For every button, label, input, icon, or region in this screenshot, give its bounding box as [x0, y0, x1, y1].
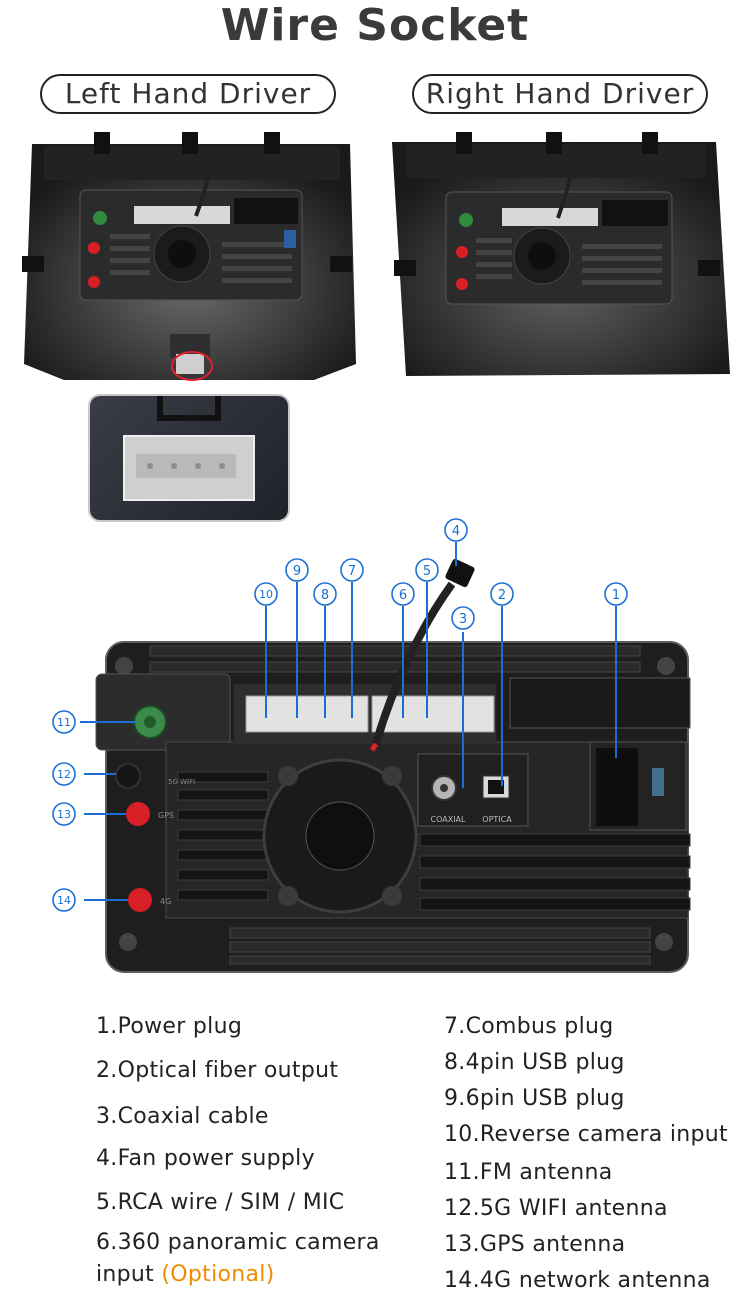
callout-2: 2 — [490, 582, 514, 606]
wifi-port-label: 5G WIFI — [168, 778, 195, 786]
callout-8: 8 — [313, 582, 337, 606]
legend-item-2: 2.Optical fiber output — [96, 1058, 339, 1083]
legend-item-9: 9.6pin USB plug — [444, 1086, 625, 1111]
legend-item-3: 3.Coaxial cable — [96, 1104, 269, 1129]
svg-text:2: 2 — [498, 588, 506, 603]
optional-tag: (Optional) — [161, 1262, 275, 1287]
svg-text:14: 14 — [57, 894, 71, 907]
svg-text:11: 11 — [57, 716, 71, 729]
svg-text:1: 1 — [612, 588, 620, 603]
gps-port-label: GPS — [158, 811, 174, 820]
callout-4: 4 — [444, 518, 468, 542]
4g-port-label: 4G — [160, 897, 171, 906]
optical-port-label: OPTICA — [482, 815, 512, 824]
callout-13: 13 — [52, 802, 76, 826]
right-hand-unit-photo — [392, 132, 730, 376]
legend-item-4: 4.Fan power supply — [96, 1146, 315, 1171]
callout-7: 7 — [340, 558, 364, 582]
left-hand-driver-label: Left Hand Driver — [40, 74, 336, 114]
legend-item-11: 11.FM antenna — [444, 1160, 613, 1185]
svg-text:6: 6 — [399, 588, 407, 603]
legend-item-13: 13.GPS antenna — [444, 1232, 626, 1257]
callout-14: 14 — [52, 888, 76, 912]
legend-item-8: 8.4pin USB plug — [444, 1050, 625, 1075]
svg-text:3: 3 — [459, 612, 467, 627]
callout-11: 11 — [52, 710, 76, 734]
callout-5: 5 — [415, 558, 439, 582]
svg-text:10: 10 — [259, 588, 273, 601]
legend-item-6-input: input — [96, 1262, 155, 1287]
svg-text:8: 8 — [321, 588, 329, 603]
legend-item-12: 12.5G WIFI antenna — [444, 1196, 668, 1221]
callout-12: 12 — [52, 762, 76, 786]
left-hand-unit-photo — [22, 132, 356, 381]
svg-text:4: 4 — [452, 524, 460, 539]
legend-item-6-cont: input (Optional) — [96, 1262, 275, 1287]
legend-item-5: 5.RCA wire / SIM / MIC — [96, 1190, 345, 1215]
page-title: Wire Socket — [220, 0, 530, 51]
connector-closeup — [90, 396, 288, 520]
svg-text:13: 13 — [57, 808, 71, 821]
legend-item-14: 14.4G network antenna — [444, 1268, 711, 1293]
svg-text:9: 9 — [293, 564, 301, 579]
svg-text:5: 5 — [423, 564, 431, 579]
svg-text:12: 12 — [57, 768, 71, 781]
legend-item-1: 1.Power plug — [96, 1014, 243, 1039]
legend-item-7: 7.Combus plug — [444, 1014, 614, 1039]
coaxial-port-label: COAXIAL — [431, 815, 467, 824]
port-diagram: COAXIAL OPTICA 5G WIFI GPS 4G 1 2 3 4 5 … — [52, 518, 691, 973]
svg-text:7: 7 — [348, 564, 356, 579]
callout-10: 10 — [254, 582, 278, 606]
legend-item-6: 6.360 panoramic camera — [96, 1230, 380, 1255]
callout-6: 6 — [391, 582, 415, 606]
callout-9: 9 — [285, 558, 309, 582]
callout-3: 3 — [451, 606, 475, 630]
legend-item-10: 10.Reverse camera input — [444, 1122, 728, 1147]
callout-1: 1 — [604, 582, 628, 606]
right-hand-driver-label: Right Hand Driver — [412, 74, 708, 114]
